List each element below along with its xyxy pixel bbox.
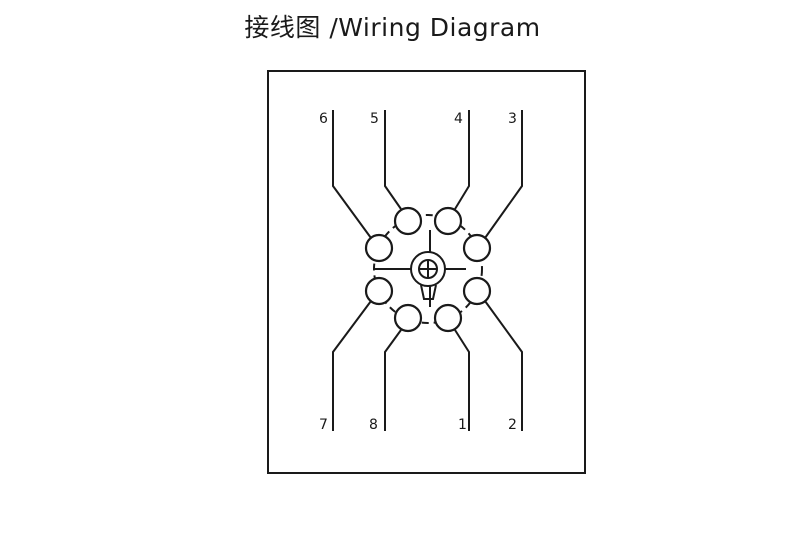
wires [332,110,523,431]
diagram-frame [267,70,586,474]
terminal-6 [364,233,394,263]
pin-label-7: 7 [319,417,328,433]
wire-2 [484,300,523,431]
terminal-2 [462,276,492,306]
terminal-3 [462,233,492,263]
pin-label-3: 3 [508,111,517,127]
pin-terminals [364,206,492,333]
wire-7 [332,300,372,431]
terminal-7 [364,276,394,306]
center-key [374,230,466,307]
pin-label-8: 8 [369,417,378,433]
pin-label-4: 4 [454,111,463,127]
terminal-8 [393,303,423,333]
pin-label-2: 2 [508,417,517,433]
terminal-4 [433,206,463,236]
diagram-title: 接线图 /Wiring Diagram [244,13,541,42]
pin-label-1: 1 [458,417,467,433]
wire-8 [384,329,402,431]
wire-6 [332,110,372,239]
pin-label-5: 5 [370,111,379,127]
wire-4 [454,110,470,210]
pin-label-6: 6 [319,111,328,127]
wire-5 [384,110,402,210]
terminal-1 [433,303,463,333]
terminal-5 [393,206,423,236]
wire-1 [454,329,470,431]
wire-3 [484,110,523,239]
